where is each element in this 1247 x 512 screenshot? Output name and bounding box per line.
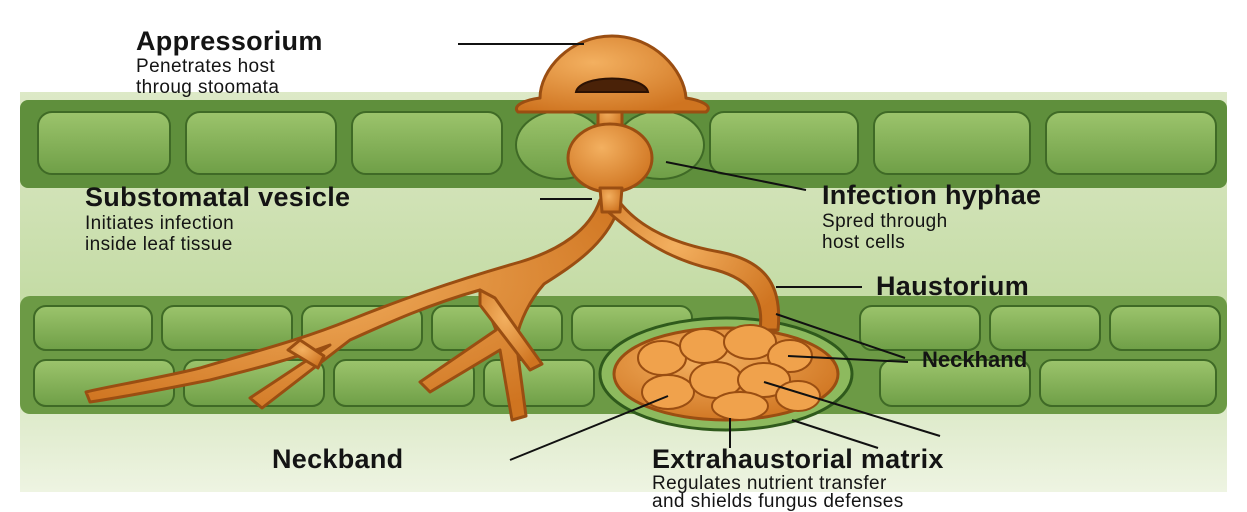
appressorium-desc-line2: throug stoomata [136,77,279,98]
neckhand-title: Neckhand [922,347,1027,373]
substomatal-vesicle-desc-line2: inside leaf tissue [85,234,233,255]
appressorium-desc-line1: Penetrates host [136,56,275,77]
extrahaustorial-matrix-desc-line2: and shields fungus defenses [652,491,904,512]
neckband-title: Neckband [272,444,403,475]
substomatal-vesicle-title: Substomatal vesicle [85,182,350,213]
extrahaustorial-matrix-title: Extrahaustorial matrix [652,444,944,475]
substomatal-vesicle-desc-line1: Initiates infection [85,213,234,234]
infection-hyphae-title: Infection hyphae [822,180,1041,211]
appressorium-body [516,36,708,112]
vesicle-neck [600,188,622,212]
infection-hyphae-desc-line1: Spred through [822,211,948,232]
appressorium-title: Appressorium [136,26,323,57]
substomatal-vesicle-bulb [568,124,652,192]
haustorium-title: Haustorium [876,271,1029,302]
infection-hyphae-desc-line2: host cells [822,232,905,253]
